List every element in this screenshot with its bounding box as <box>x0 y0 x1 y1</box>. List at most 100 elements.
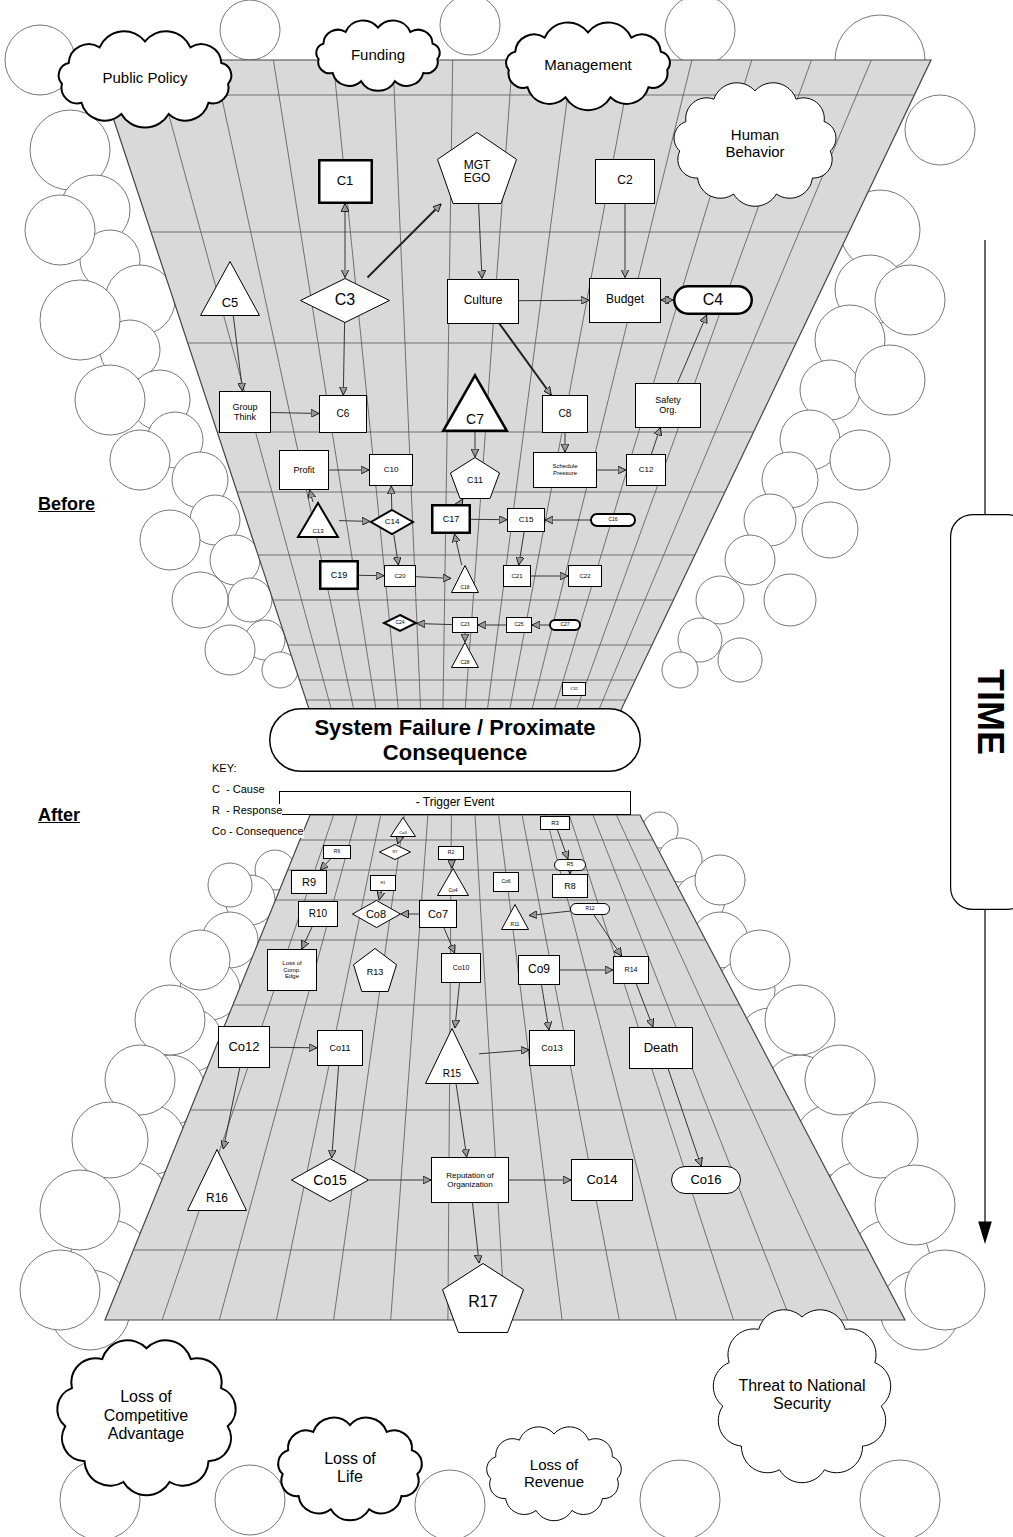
node-outline-shape <box>713 1310 890 1483</box>
hourglass-grid <box>598 60 871 712</box>
node-outline-shape <box>299 902 338 927</box>
node-outline-shape <box>188 1150 247 1211</box>
node-outline-shape <box>371 510 413 534</box>
node-outline-shape <box>318 1031 363 1066</box>
rounded-terminal: C16 <box>590 513 636 527</box>
decision-diamond: C14 <box>370 509 414 535</box>
hourglass-grid <box>154 60 332 712</box>
hourglass-grid <box>334 815 405 1320</box>
process-box: Co6 <box>493 872 519 892</box>
node-outline-shape <box>316 20 439 90</box>
arrow-connector <box>519 532 524 565</box>
arrow-connector <box>394 535 399 565</box>
node-outline-shape <box>563 683 586 696</box>
arrow-connector <box>310 490 313 502</box>
arrow-connector <box>271 413 319 414</box>
node-outline-shape <box>443 375 507 431</box>
node-label: TIME <box>972 669 1008 755</box>
triangle-node: C5 <box>200 261 260 316</box>
arrow-connector <box>545 520 590 521</box>
node-outline-shape <box>420 901 457 928</box>
node-outline-shape <box>569 566 602 587</box>
node-outline-shape <box>630 1028 693 1069</box>
hourglass-grid <box>162 815 334 1320</box>
node-label: R8 <box>564 881 576 891</box>
node-outline-shape <box>506 22 670 110</box>
node-label: Human Behavior <box>715 126 795 161</box>
process-box: Culture <box>447 279 519 324</box>
phase-heading: Before <box>38 494 95 515</box>
triangle-node: R16 <box>187 1149 247 1211</box>
node-label: Co13 <box>541 1043 563 1053</box>
process-box: R6 <box>323 845 351 859</box>
arrow-connector <box>473 1203 480 1263</box>
cloud-border <box>172 572 228 628</box>
cloud-border <box>220 0 280 60</box>
arrow-connector <box>519 300 589 301</box>
node-label: C14 <box>385 517 400 526</box>
process-box: Reputation of Organization <box>431 1157 509 1203</box>
node-outline-shape <box>636 383 701 427</box>
node-label: C10 <box>384 465 399 474</box>
triangle-node: Co4 <box>437 868 469 896</box>
node-outline-shape <box>219 1027 270 1068</box>
process-box: Loss of Comp. Edge <box>267 949 317 991</box>
node-label: C4 <box>703 291 723 309</box>
process-box: Co13 <box>529 1030 575 1066</box>
node-label: C2 <box>617 174 632 188</box>
process-box: C21 <box>503 565 531 587</box>
arrow-connector <box>479 1050 529 1054</box>
node-label: C20 <box>394 573 405 580</box>
node-outline-shape <box>352 901 400 928</box>
node-outline-shape <box>319 160 372 203</box>
pentagon-node: C11 <box>450 457 500 499</box>
cloud-node: Loss of Life <box>265 1413 435 1523</box>
process-box: C17 <box>431 504 471 534</box>
arrow-connector <box>560 970 613 971</box>
node-label: C21 <box>511 573 522 580</box>
node-outline-shape <box>57 1340 235 1495</box>
cloud-border <box>695 855 745 905</box>
cloud-node: Funding <box>303 20 453 90</box>
node-label: R1 <box>380 881 385 886</box>
node-outline-shape <box>534 453 597 488</box>
cloud-border <box>40 1170 120 1250</box>
arrow-connector <box>668 1069 701 1166</box>
node-label: Profit <box>293 465 314 475</box>
arrow-connector <box>456 1084 467 1157</box>
arrow-connector <box>391 486 393 509</box>
node-outline-shape <box>672 1167 741 1194</box>
node-outline-shape <box>432 505 470 533</box>
process-box: Schedule Pressure <box>533 452 597 488</box>
node-label: Loss of Revenue <box>514 1456 594 1491</box>
node-label: C1 <box>337 174 354 189</box>
arrow-connector <box>369 1180 431 1181</box>
cloud-node: Management <box>488 23 688 108</box>
node-label: C32 <box>570 687 577 692</box>
arrow-connector <box>233 316 242 392</box>
node-outline-shape <box>280 792 631 815</box>
arrow-connector <box>451 860 453 868</box>
node-label: Culture <box>464 294 503 308</box>
hourglass-grid <box>393 60 421 712</box>
triangle-node: C28 <box>451 642 479 668</box>
hourglass-grid <box>391 815 428 1320</box>
node-outline-shape <box>320 561 358 589</box>
node-label: Co6 <box>501 879 510 885</box>
node-label: R9 <box>302 876 316 889</box>
node-outline-shape <box>453 618 478 633</box>
cloud-border <box>5 0 985 1537</box>
node-label: Funding <box>351 46 405 63</box>
node-label: R11 <box>511 922 520 928</box>
node-outline-shape <box>448 279 519 323</box>
arrow-connector <box>444 928 455 953</box>
rounded-terminal: R5 <box>554 859 586 871</box>
process-box: Profit <box>279 450 329 490</box>
node-label: MGT EGO <box>457 159 497 187</box>
hourglass-grid <box>273 60 376 712</box>
arrow-connector <box>661 300 673 301</box>
process-box: Co14 <box>571 1159 633 1201</box>
node-label: C11 <box>467 475 483 485</box>
cloud-border <box>662 652 698 688</box>
cloud-border <box>40 280 120 360</box>
